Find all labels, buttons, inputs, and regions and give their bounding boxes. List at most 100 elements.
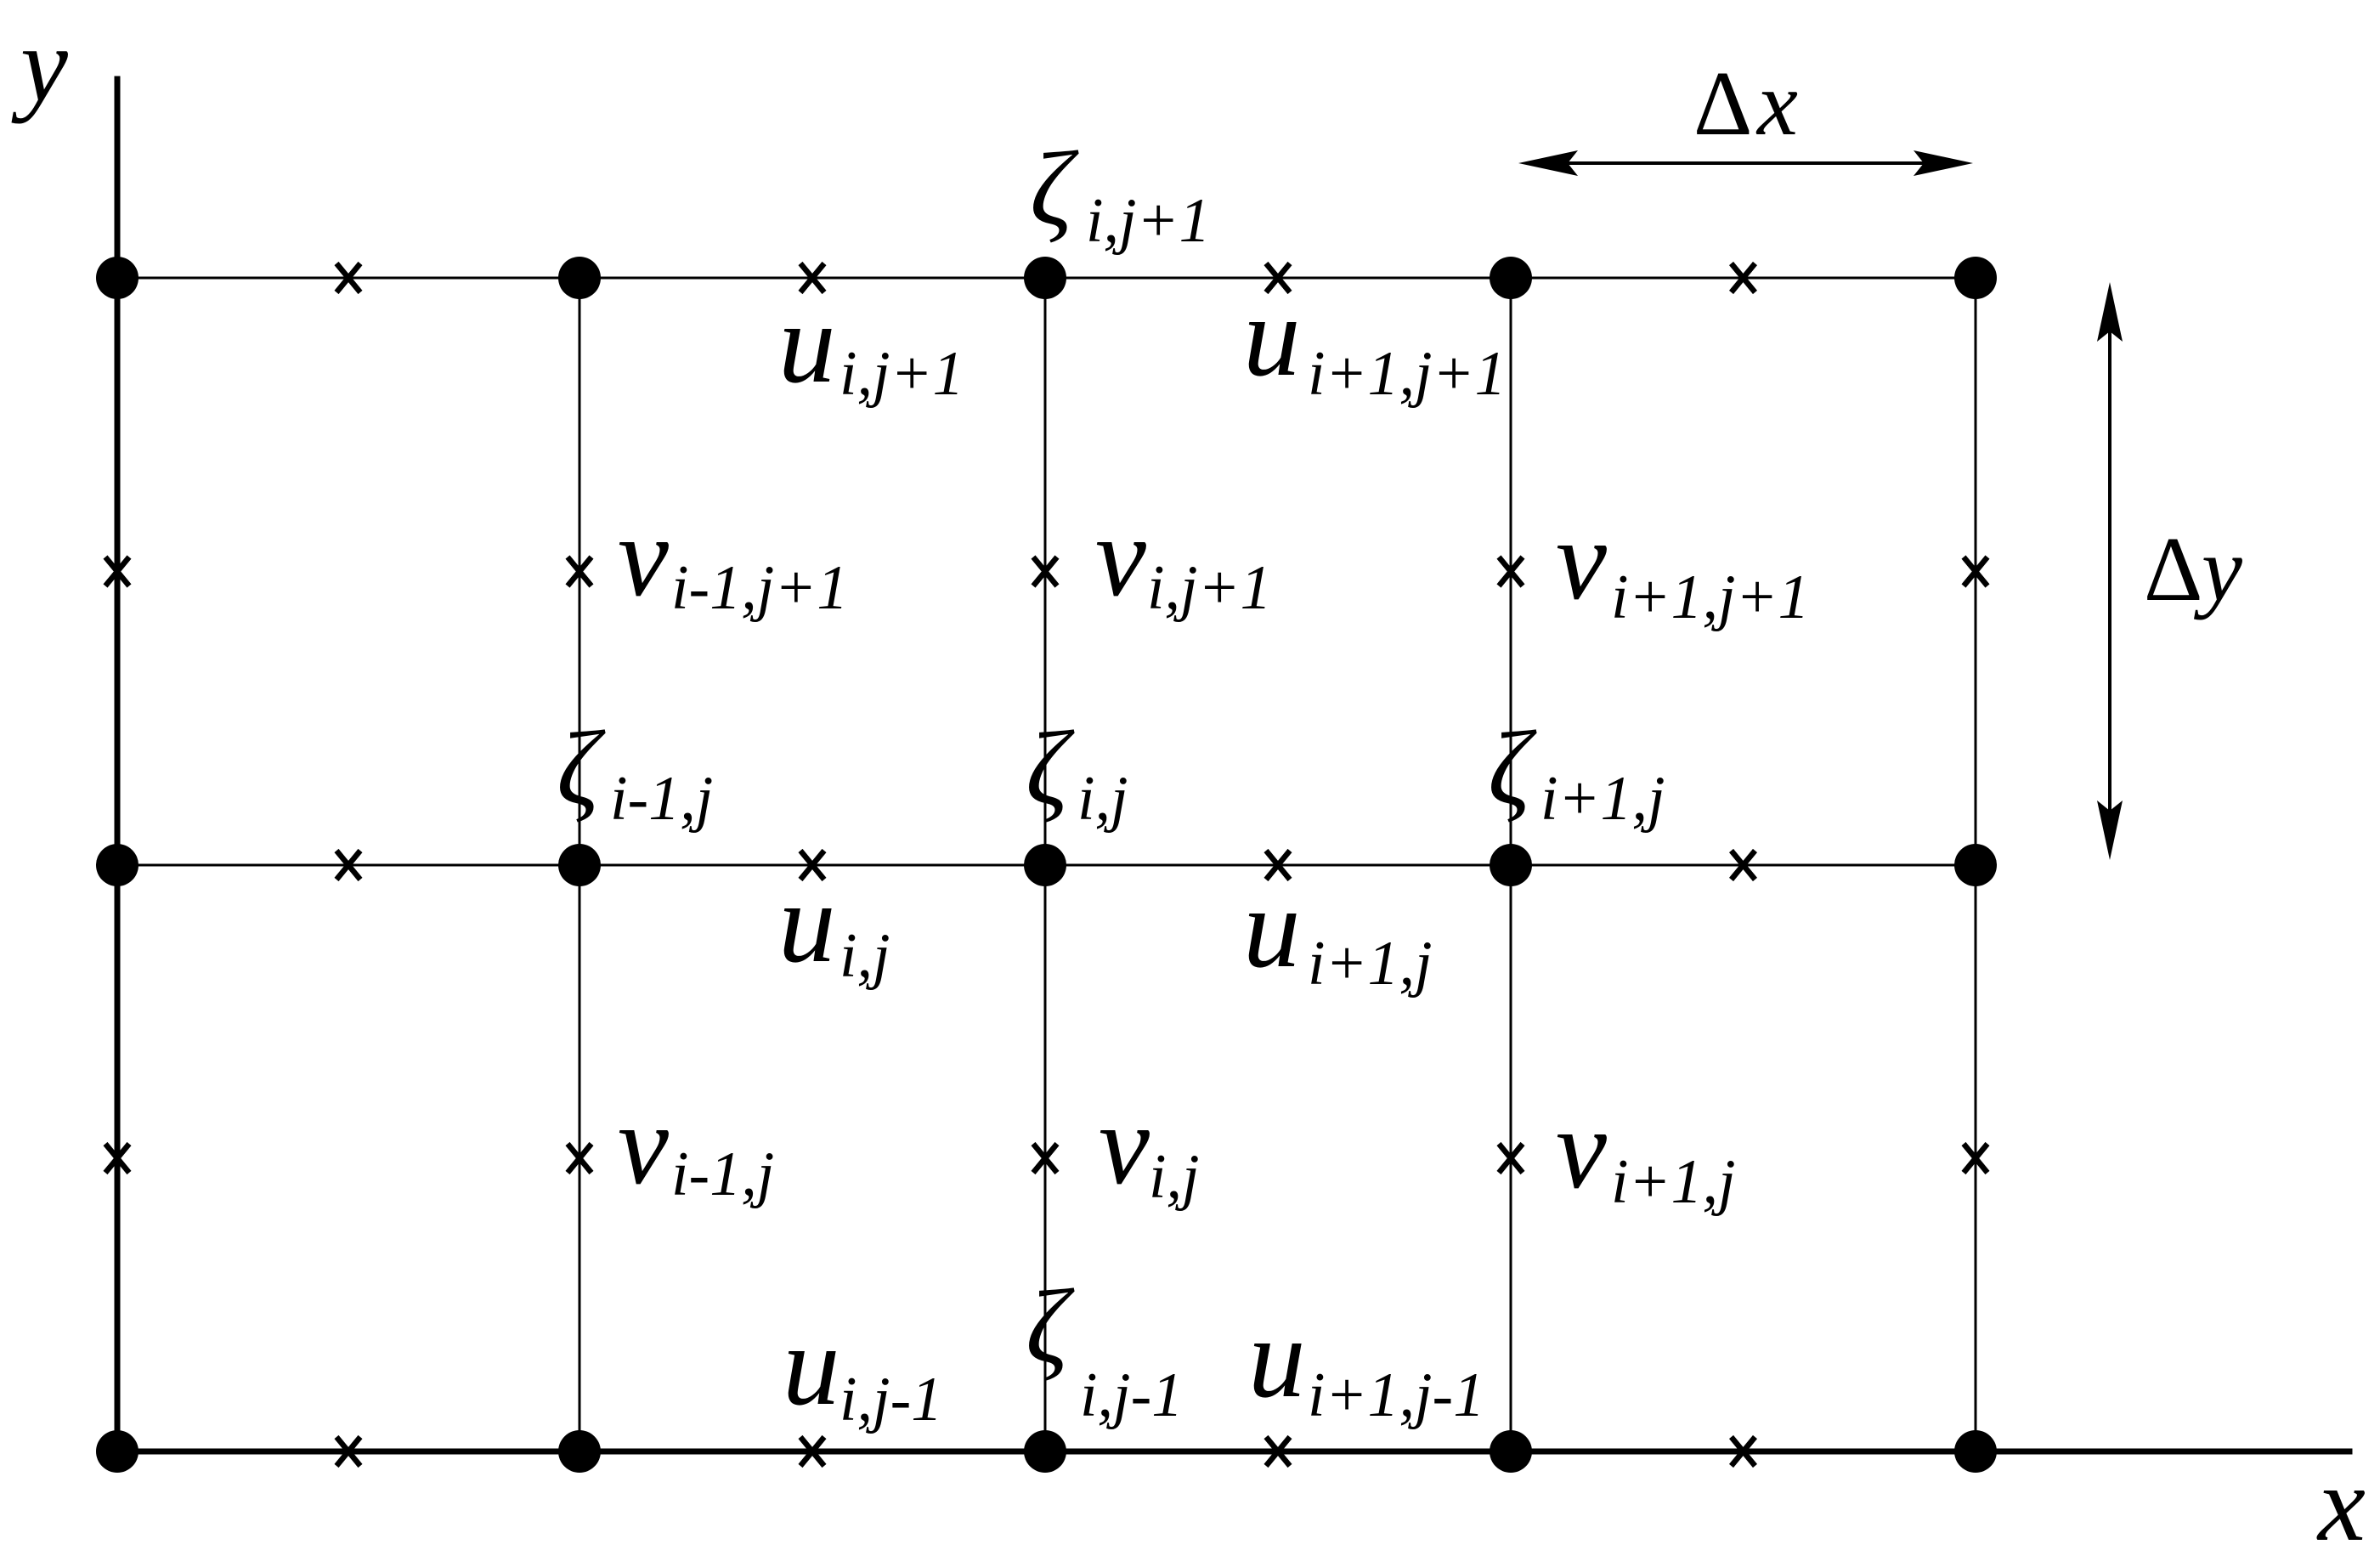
label-symbol: v — [1095, 494, 1146, 620]
label-symbol: v — [618, 1082, 669, 1208]
label-subscript: i+1,j+1 — [1611, 563, 1810, 632]
label-subscript: i,j-1 — [1080, 1361, 1183, 1430]
u-velocity-point — [1728, 1434, 1758, 1468]
label-subscript: i,j — [840, 921, 890, 991]
arrow-down-head — [2097, 800, 2123, 860]
label-subscript: i,j+1 — [1086, 186, 1211, 256]
label-subscript: i,j — [1149, 1142, 1200, 1212]
dx-var: x — [1755, 54, 1798, 155]
zeta-label-iminus1-j: ζ i-1,j — [557, 710, 713, 834]
label-symbol: u — [1243, 865, 1301, 992]
u-velocity-point — [334, 848, 363, 882]
velocity-points — [103, 261, 1990, 1468]
label-subscript: i+1,j+1 — [1308, 339, 1507, 409]
u-velocity-point — [1728, 261, 1758, 295]
label-subscript: i,j-1 — [840, 1365, 942, 1434]
zeta-grid-point — [1024, 844, 1066, 886]
u-velocity-point — [1263, 848, 1292, 882]
v-velocity-point — [565, 1141, 594, 1175]
u-velocity-point — [798, 261, 827, 295]
label-subscript: i-1,j — [671, 1140, 774, 1209]
u-label-i-jminus1: u i,j-1 — [783, 1303, 942, 1434]
zeta-grid-point — [558, 257, 601, 299]
u-label-iplus1-jminus1: u i+1,j-1 — [1248, 1295, 1484, 1430]
label-symbol: ζ — [1030, 131, 1079, 248]
u-velocity-point — [1263, 261, 1292, 295]
zeta-grid-point — [1954, 844, 1997, 886]
label-symbol: v — [1556, 497, 1607, 624]
x-axis-label: x — [2316, 1445, 2366, 1564]
zeta-grid-point — [96, 1430, 139, 1473]
zeta-grid-point — [1490, 257, 1532, 299]
label-symbol: u — [778, 280, 836, 407]
label-symbol: ζ — [1488, 710, 1537, 828]
zeta-grid-point — [1954, 1430, 1997, 1473]
u-label-iplus1-jplus1: u i+1,j+1 — [1243, 274, 1507, 409]
label-symbol: ζ — [1026, 1269, 1075, 1386]
label-subscript: i+1,j — [1540, 764, 1665, 834]
axes — [114, 76, 2353, 1455]
label-subscript: i+1,j — [1308, 929, 1433, 998]
label-symbol: u — [778, 860, 836, 987]
label-symbol: ζ — [557, 710, 606, 828]
label-subscript: i+1,j-1 — [1308, 1361, 1484, 1430]
v-velocity-point — [1961, 555, 1990, 588]
v-velocity-point — [1031, 1141, 1060, 1175]
dy-var: y — [2193, 519, 2242, 620]
u-label-i-j: u i,j — [778, 860, 890, 991]
arrow-left-head — [1518, 150, 1578, 176]
dy-delta: Δ — [2144, 519, 2202, 620]
v-label-iminus1-jplus1: v i-1,j+1 — [618, 494, 848, 623]
y-axis-label: y — [11, 6, 68, 124]
zeta-grid-point — [558, 844, 601, 886]
label-symbol: v — [1556, 1086, 1607, 1213]
label-subscript: i+1,j — [1611, 1147, 1736, 1217]
zeta-label-i-jminus1: ζ i,j-1 — [1026, 1269, 1183, 1430]
label-subscript: i-1,j+1 — [671, 553, 848, 623]
v-label-i-j: v i,j — [1099, 1082, 1200, 1212]
v-velocity-point — [103, 1141, 132, 1175]
zeta-grid-point — [1024, 1430, 1066, 1473]
u-velocity-point — [1263, 1434, 1292, 1468]
label-subscript: i,j — [1077, 764, 1128, 834]
label-symbol: v — [1099, 1082, 1150, 1208]
dy-label: Δ y — [2144, 519, 2242, 620]
zeta-label-i-j: ζ i,j — [1026, 710, 1128, 834]
v-label-iminus1-j: v i-1,j — [618, 1082, 774, 1209]
u-velocity-point — [1728, 848, 1758, 882]
v-velocity-point — [1496, 1141, 1525, 1175]
zeta-grid-point — [558, 1430, 601, 1473]
label-symbol: u — [783, 1303, 840, 1429]
u-velocity-point — [798, 848, 827, 882]
zeta-label-iplus1-j: ζ i+1,j — [1488, 710, 1665, 834]
zeta-grid-point — [1490, 844, 1532, 886]
v-velocity-point — [1496, 555, 1525, 588]
zeta-grid-point — [1490, 1430, 1532, 1473]
arrow-right-head — [1914, 150, 1973, 176]
dx-label: Δ x — [1693, 54, 1798, 155]
label-subscript: i,j+1 — [1147, 553, 1272, 623]
dy-arrow — [2097, 282, 2123, 860]
label-symbol: u — [1248, 1295, 1306, 1422]
label-symbol: ζ — [1026, 710, 1075, 828]
u-velocity-point — [334, 261, 363, 295]
zeta-grid-point — [96, 844, 139, 886]
label-symbol: v — [618, 494, 669, 620]
u-label-iplus1-j: u i+1,j — [1243, 865, 1433, 998]
v-velocity-point — [1961, 1141, 1990, 1175]
zeta-points — [96, 257, 1997, 1473]
zeta-label-i-jplus1: ζ i,j+1 — [1030, 131, 1211, 256]
zeta-grid-point — [1954, 257, 1997, 299]
v-label-iplus1-jplus1: v i+1,j+1 — [1556, 497, 1810, 632]
v-velocity-point — [103, 555, 132, 588]
v-velocity-point — [1031, 555, 1060, 588]
label-symbol: u — [1243, 274, 1301, 400]
label-subscript: i,j+1 — [840, 339, 964, 409]
zeta-grid-point — [96, 257, 139, 299]
v-label-iplus1-j: v i+1,j — [1556, 1086, 1736, 1217]
u-label-i-jplus1: u i,j+1 — [778, 280, 964, 409]
u-velocity-point — [798, 1434, 827, 1468]
v-velocity-point — [565, 555, 594, 588]
zeta-grid-point — [1024, 257, 1066, 299]
label-subscript: i-1,j — [610, 764, 713, 834]
